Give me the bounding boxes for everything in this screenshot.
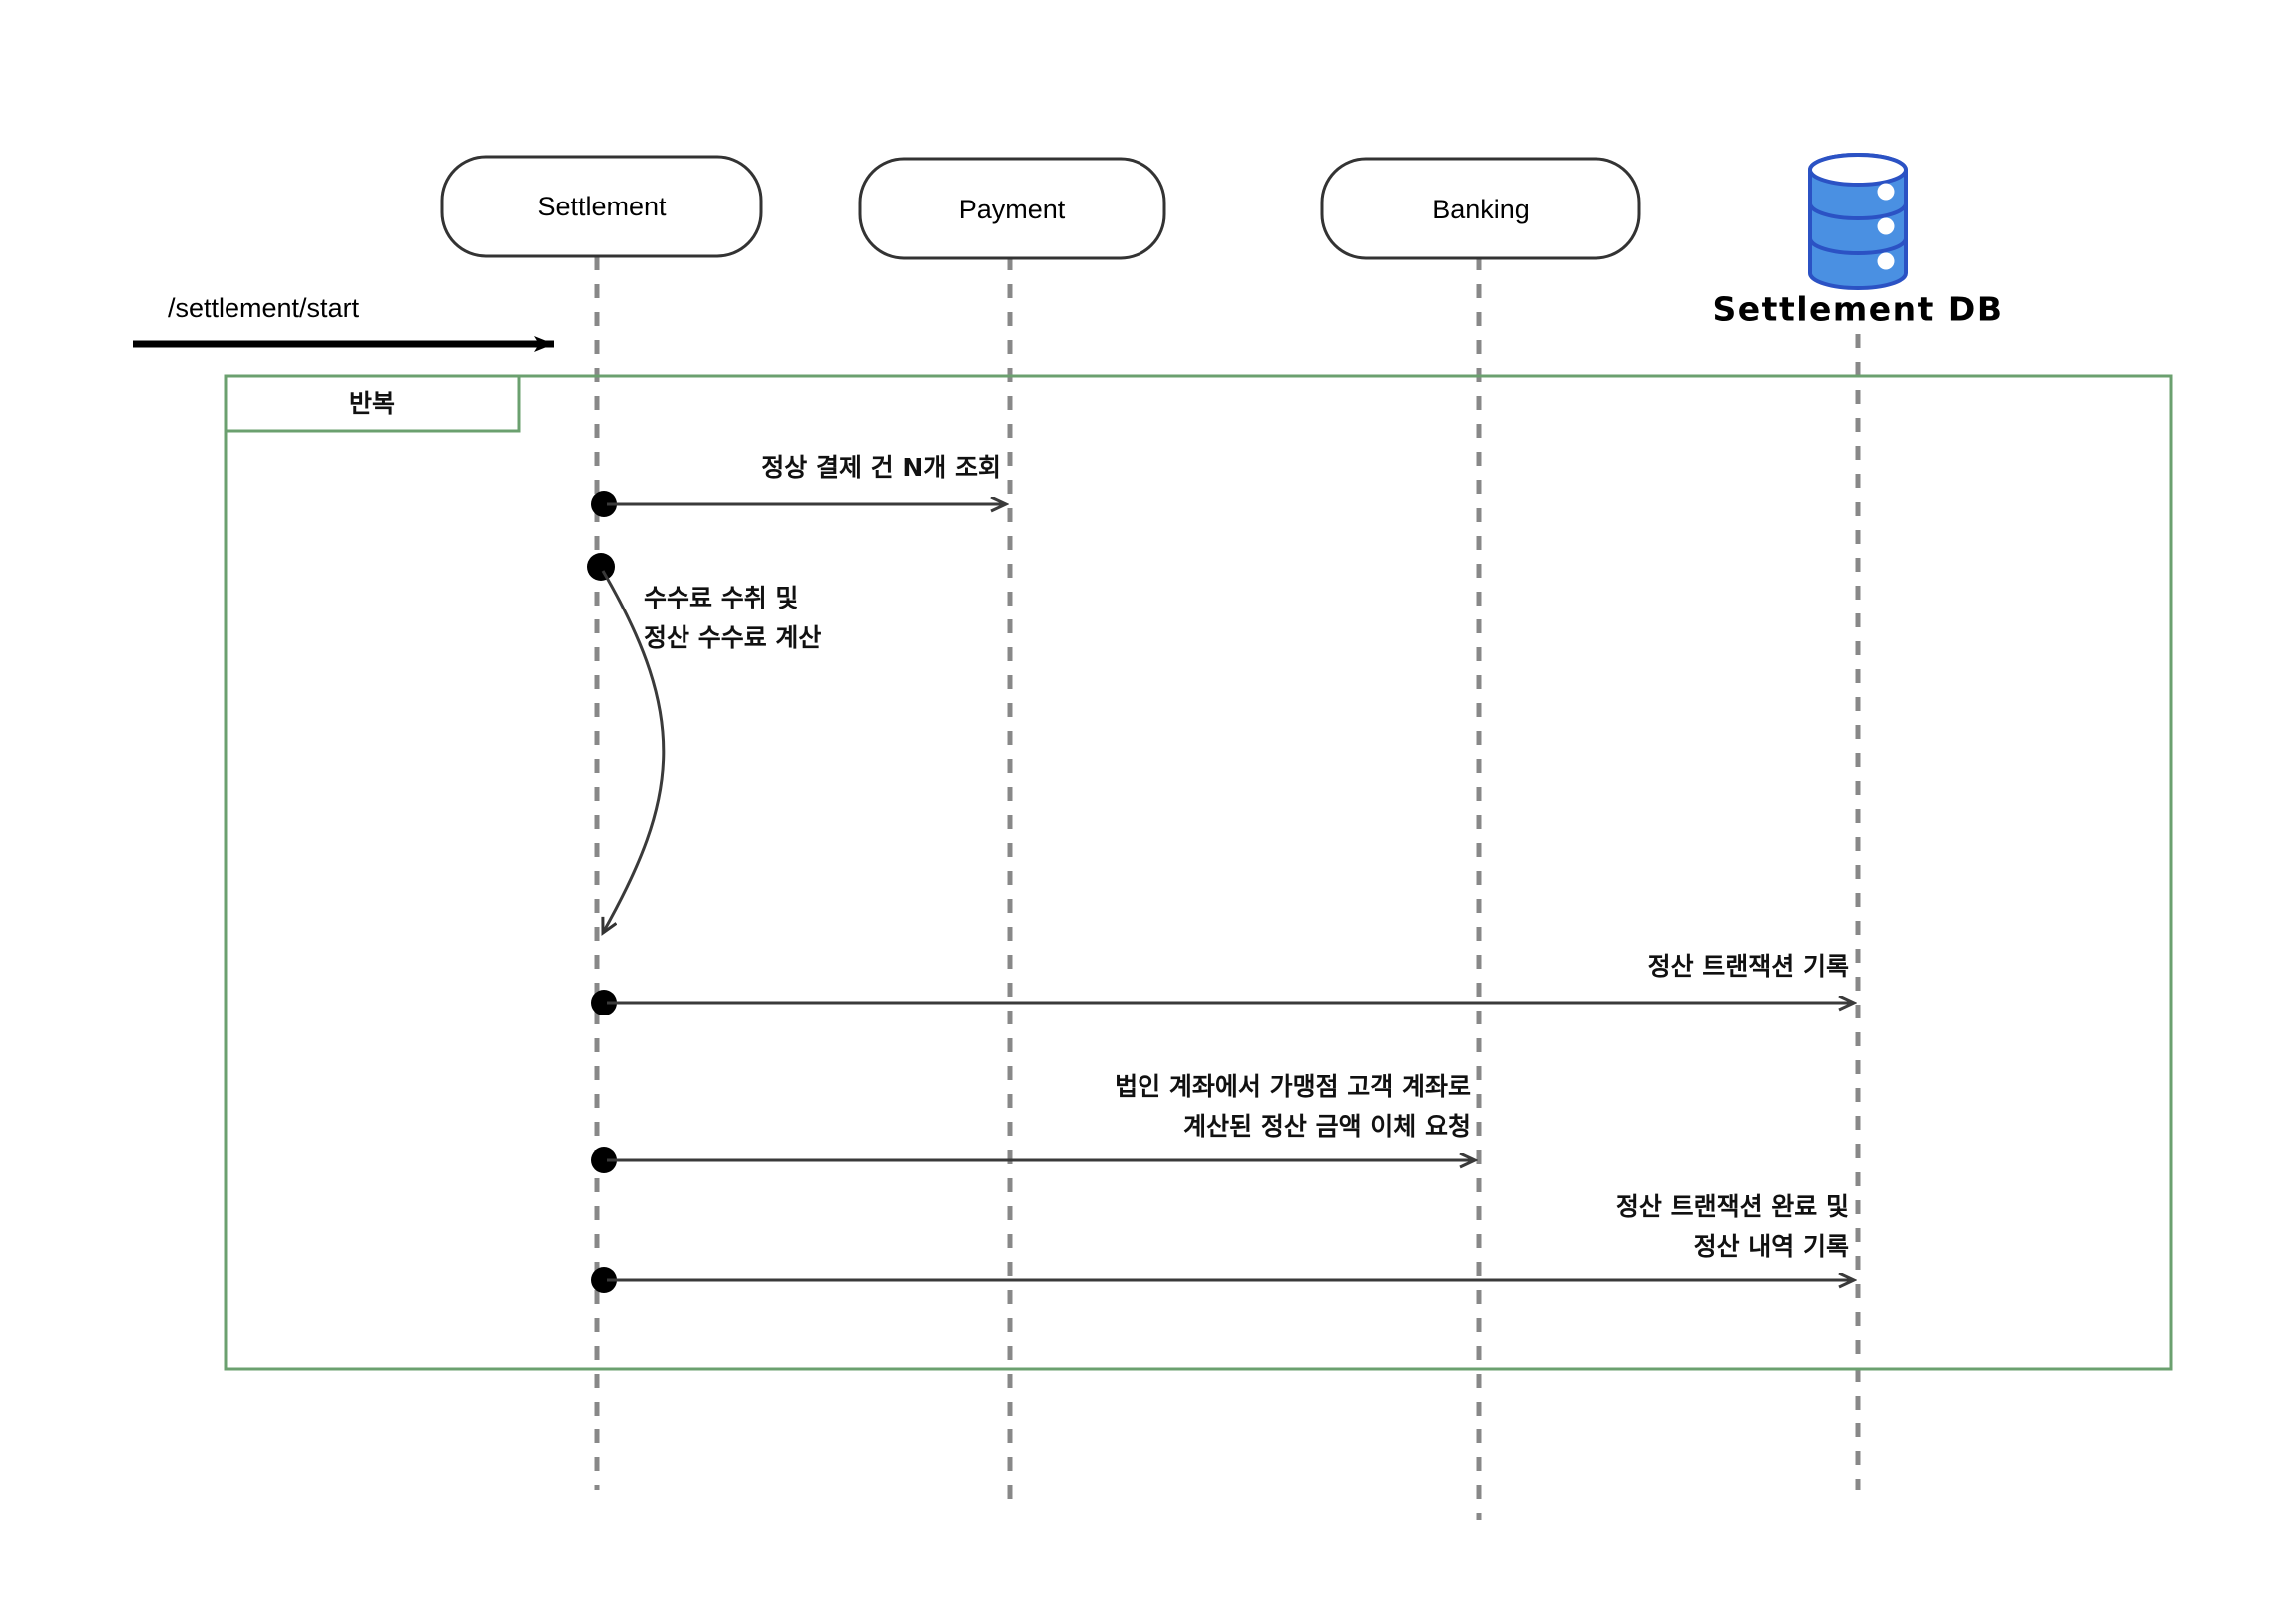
message-1-source-dot: [591, 491, 617, 517]
database-top: [1808, 153, 1908, 187]
message-5-label-line-1: 정산 트랜잭션 완료 및: [1616, 1192, 1849, 1221]
participant-payment[interactable]: Payment: [858, 157, 1166, 260]
database-icon: [1808, 153, 1908, 290]
message-2-label-line-2: 정산 수수료 계산: [644, 623, 821, 652]
loop-label-text: 반복: [349, 389, 395, 418]
participant-box-settlement[interactable]: [440, 155, 763, 258]
message-1-label-line-1: 정상 결제 건 N개 조회: [761, 453, 1001, 482]
participant-box-banking[interactable]: [1320, 157, 1641, 260]
message-5[interactable]: 정산 트랜잭션 완료 및 정산 내역 기록: [591, 1192, 1854, 1293]
message-2-source-dot: [587, 553, 615, 581]
lifelines: [594, 256, 1861, 1520]
database-dot-1: [1877, 183, 1895, 201]
participant-settlement[interactable]: Settlement: [440, 155, 763, 258]
loop-frame-border: [224, 374, 2173, 1371]
database-dot-3: [1877, 252, 1895, 270]
message-2[interactable]: 수수료 수취 및 정산 수수료 계산: [587, 553, 821, 933]
database-divider-2: [1808, 237, 1908, 255]
message-5-source-dot: [591, 1267, 617, 1293]
database-divider-1: [1808, 203, 1908, 220]
message-4[interactable]: 법인 계좌에서 가맹점 고객 계좌로 계산된 정산 금액 이체 요청: [591, 1072, 1475, 1173]
loop-frame: 반복: [224, 374, 2173, 1371]
participant-label-payment: Payment: [959, 195, 1066, 224]
participant-banking[interactable]: Banking: [1320, 157, 1641, 260]
message-2-label-line-1: 수수료 수취 및: [644, 584, 798, 612]
entry-message-label: /settlement/start: [168, 293, 360, 323]
message-3-source-dot: [591, 990, 617, 1015]
database-dot-2: [1877, 217, 1895, 235]
message-1[interactable]: 정상 결제 건 N개 조회: [591, 453, 1006, 517]
participant-label-banking: Banking: [1432, 195, 1530, 224]
participant-label-settlement: Settlement: [537, 192, 667, 221]
message-5-label-line-2: 정산 내역 기록: [1694, 1232, 1849, 1261]
message-2-self-arrow[interactable]: [603, 570, 666, 933]
entry-message: /settlement/start: [133, 293, 554, 352]
participant-settlement-db[interactable]: Settlement DB: [1713, 153, 2004, 329]
participant-label-settlement-db: Settlement DB: [1713, 290, 2004, 329]
message-4-label-line-2: 계산된 정산 금액 이체 요청: [1183, 1112, 1471, 1141]
participant-box-payment[interactable]: [858, 157, 1166, 260]
message-4-source-dot: [591, 1147, 617, 1173]
loop-label-box: [224, 374, 521, 433]
message-3[interactable]: 정산 트랜잭션 기록: [591, 952, 1854, 1015]
message-3-label-line-1: 정산 트랜잭션 기록: [1648, 952, 1849, 981]
message-4-label-line-1: 법인 계좌에서 가맹점 고객 계좌로: [1115, 1072, 1471, 1101]
